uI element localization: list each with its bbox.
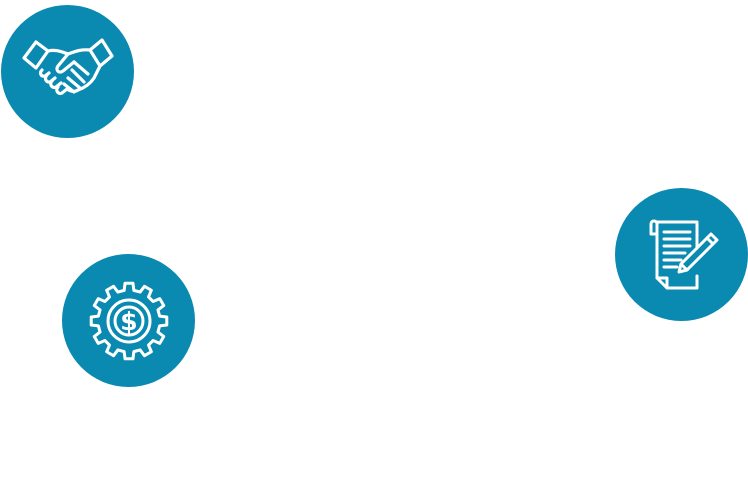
gear-badge: $: [62, 254, 195, 387]
dollar-glyph: $: [120, 307, 137, 336]
handshake-badge: [1, 5, 134, 138]
gear-outline: [89, 281, 168, 360]
handshake-icon: [21, 37, 114, 95]
document-pencil-icon: [649, 219, 718, 289]
document-badge: [615, 188, 748, 321]
gear-dollar-icon: $: [89, 281, 168, 360]
